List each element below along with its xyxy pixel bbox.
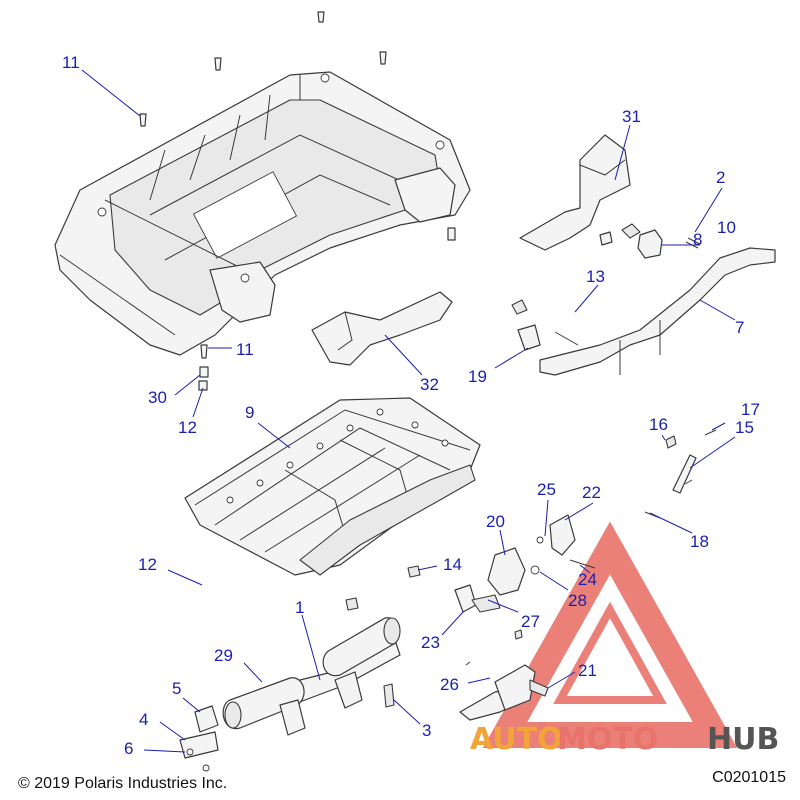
callout-21: 21 <box>578 661 597 680</box>
callout-3: 3 <box>422 721 431 740</box>
latch-brackets <box>407 514 596 640</box>
cargo-box <box>54 71 471 356</box>
watermark-logo <box>482 521 738 748</box>
callout-17: 17 <box>741 400 760 419</box>
callout-30: 30 <box>148 388 167 407</box>
copyright-text: © 2019 Polaris Industries Inc. <box>18 775 228 792</box>
callout-6: 6 <box>124 739 133 758</box>
callout-27: 27 <box>521 612 540 631</box>
watermark-text: AUTO MOTO HUB <box>470 722 779 757</box>
callout-4: 4 <box>139 710 148 729</box>
callout-12-low: 12 <box>138 555 157 574</box>
callout-9: 9 <box>245 403 254 422</box>
callout-12-mid: 12 <box>178 418 197 437</box>
heat-shield-31 <box>519 134 631 251</box>
callout-19: 19 <box>468 367 487 386</box>
callout-7: 7 <box>735 318 744 337</box>
callout-labels: 11 31 2 8 10 13 7 19 11 30 12 32 9 16 17… <box>62 53 760 758</box>
callout-8: 8 <box>693 230 702 249</box>
callout-1: 1 <box>295 598 304 617</box>
callout-5: 5 <box>172 679 181 698</box>
rod-assembly-15 <box>644 429 717 519</box>
mount-4-5 <box>179 705 219 772</box>
cross-tube-1 <box>222 597 401 736</box>
watermark-part-hub: HUB <box>707 722 779 757</box>
support-tube-7 <box>511 247 776 376</box>
leader-lines <box>81 69 736 753</box>
callout-28: 28 <box>568 591 587 610</box>
callout-23: 23 <box>421 633 440 652</box>
callout-2: 2 <box>716 168 725 187</box>
callout-31: 31 <box>622 107 641 126</box>
watermark-part-auto: AUTO <box>470 722 563 757</box>
callout-32: 32 <box>420 375 439 394</box>
frame-9 <box>184 397 481 576</box>
watermark-part-moto: MOTO <box>557 722 658 757</box>
callout-20: 20 <box>486 512 505 531</box>
callout-15: 15 <box>735 418 754 437</box>
heat-shield-32 <box>311 291 453 366</box>
callout-22: 22 <box>582 483 601 502</box>
callout-29: 29 <box>214 646 233 665</box>
screw-set <box>139 11 456 391</box>
callout-11-top: 11 <box>62 53 80 72</box>
callout-11-mid: 11 <box>236 340 254 359</box>
callout-10: 10 <box>717 218 736 237</box>
clamp-parts <box>599 223 701 259</box>
bracket-21 <box>383 661 549 721</box>
callout-14: 14 <box>443 555 462 574</box>
callout-18: 18 <box>690 532 709 551</box>
callout-25: 25 <box>537 480 556 499</box>
callout-26: 26 <box>440 675 459 694</box>
figure-code: C0201015 <box>712 769 786 786</box>
callout-16: 16 <box>649 415 668 434</box>
callout-13: 13 <box>586 267 605 286</box>
callout-24: 24 <box>578 570 597 589</box>
